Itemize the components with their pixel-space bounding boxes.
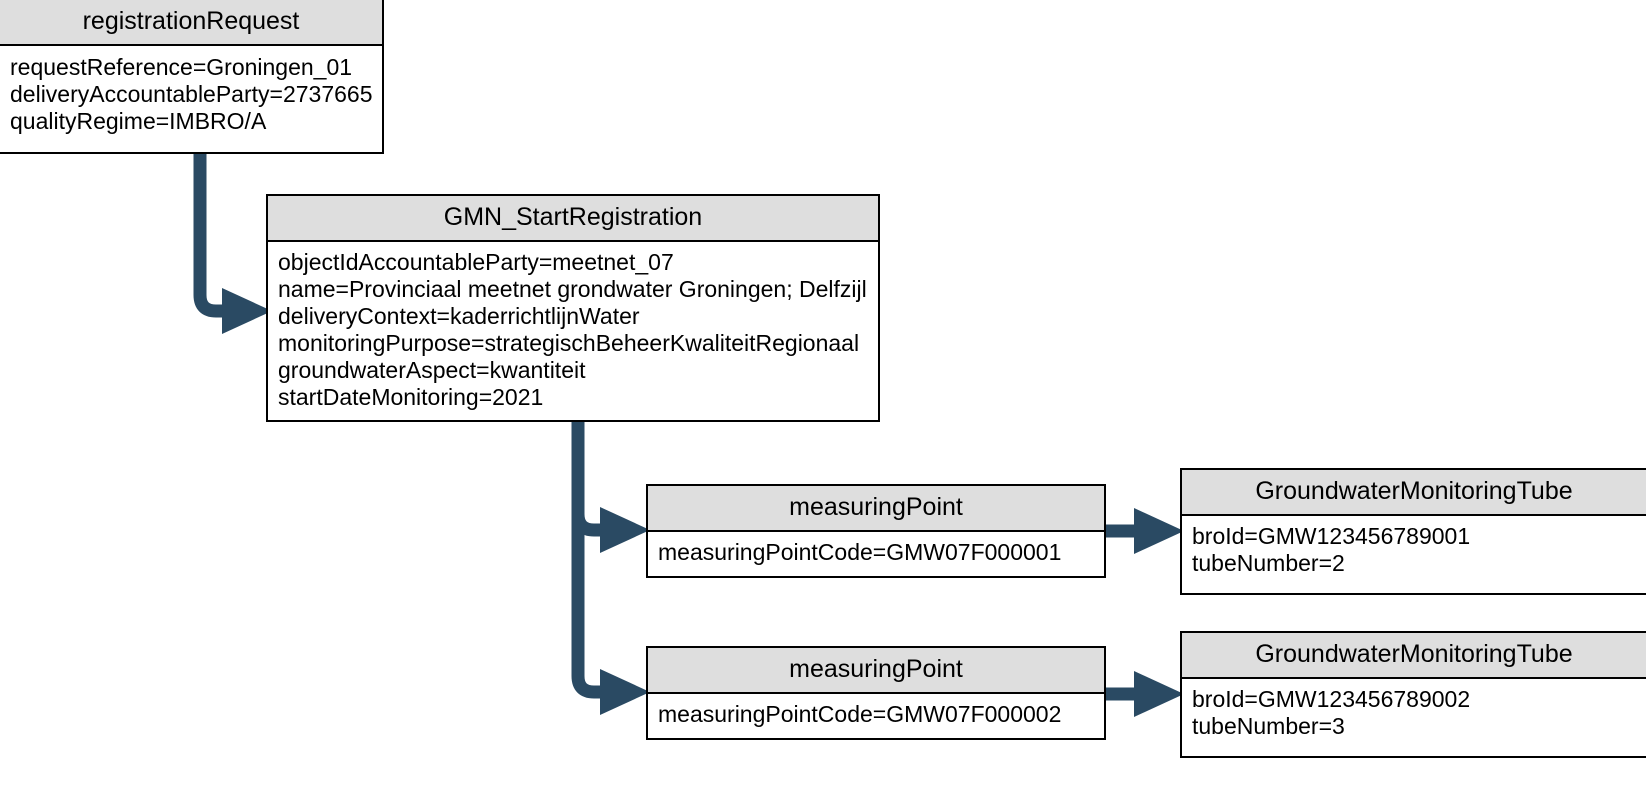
attribute-quality-regime: qualityRegime=IMBRO/A	[10, 108, 267, 134]
object-title-groundwater-monitoring-tube-2: GroundwaterMonitoringTube	[1182, 633, 1646, 679]
edge-gmn-to-mp2	[571, 420, 650, 715]
attribute-tube-number: tubeNumber=2	[1192, 550, 1345, 576]
arrowhead-icon	[1134, 508, 1184, 554]
object-attributes-gmn-start-registration: objectIdAccountableParty=meetnet_07 name…	[268, 242, 878, 417]
object-box-groundwater-monitoring-tube-1[interactable]: GroundwaterMonitoringTube broId=GMW12345…	[1180, 468, 1646, 595]
edge-mp2-to-tube2	[1106, 671, 1184, 717]
attribute-request-reference: requestReference=Groningen_01	[10, 54, 353, 80]
attribute-bro-id: broId=GMW123456789002	[1192, 686, 1471, 712]
object-box-measuring-point-1[interactable]: measuringPoint measuringPointCode=GMW07F…	[646, 484, 1106, 578]
object-box-registration-request[interactable]: registrationRequest requestReference=Gro…	[0, 0, 384, 154]
object-box-gmn-start-registration[interactable]: GMN_StartRegistration objectIdAccountabl…	[266, 194, 880, 422]
object-attributes-measuring-point-1: measuringPointCode=GMW07F000001	[648, 532, 1104, 572]
arrowhead-icon	[1134, 671, 1184, 717]
arrowhead-icon	[600, 669, 650, 715]
attribute-measuring-point-code: measuringPointCode=GMW07F000001	[658, 539, 1062, 565]
arrowhead-icon	[222, 288, 272, 334]
attribute-delivery-context: deliveryContext=kaderrichtlijnWater	[278, 303, 640, 329]
object-attributes-groundwater-monitoring-tube-1: broId=GMW123456789001 tubeNumber=2	[1182, 516, 1646, 583]
object-title-groundwater-monitoring-tube-1: GroundwaterMonitoringTube	[1182, 470, 1646, 516]
object-title-registration-request: registrationRequest	[0, 0, 382, 46]
object-box-groundwater-monitoring-tube-2[interactable]: GroundwaterMonitoringTube broId=GMW12345…	[1180, 631, 1646, 758]
edge-mp1-to-tube1	[1106, 508, 1184, 554]
object-title-measuring-point-1: measuringPoint	[648, 486, 1104, 532]
attribute-start-date-monitoring: startDateMonitoring=2021	[278, 384, 544, 410]
attribute-measuring-point-code: measuringPointCode=GMW07F000002	[658, 701, 1062, 727]
attribute-delivery-accountable-party: deliveryAccountableParty=2737665	[10, 81, 373, 107]
object-attributes-measuring-point-2: measuringPointCode=GMW07F000002	[648, 694, 1104, 734]
object-attributes-registration-request: requestReference=Groningen_01 deliveryAc…	[0, 46, 382, 141]
edge-gmn-to-mp1	[571, 420, 650, 553]
arrowhead-icon	[600, 507, 650, 553]
edge-request-to-gmn	[193, 152, 272, 334]
attribute-bro-id: broId=GMW123456789001	[1192, 523, 1471, 549]
attribute-name: name=Provinciaal meetnet grondwater Gron…	[278, 276, 867, 302]
attribute-object-id-accountable-party: objectIdAccountableParty=meetnet_07	[278, 249, 674, 275]
object-box-measuring-point-2[interactable]: measuringPoint measuringPointCode=GMW07F…	[646, 646, 1106, 740]
attribute-monitoring-purpose: monitoringPurpose=strategischBeheerKwali…	[278, 330, 860, 356]
object-title-measuring-point-2: measuringPoint	[648, 648, 1104, 694]
object-title-gmn-start-registration: GMN_StartRegistration	[268, 196, 878, 242]
attribute-groundwater-aspect: groundwaterAspect=kwantiteit	[278, 357, 586, 383]
object-attributes-groundwater-monitoring-tube-2: broId=GMW123456789002 tubeNumber=3	[1182, 679, 1646, 746]
attribute-tube-number: tubeNumber=3	[1192, 713, 1345, 739]
